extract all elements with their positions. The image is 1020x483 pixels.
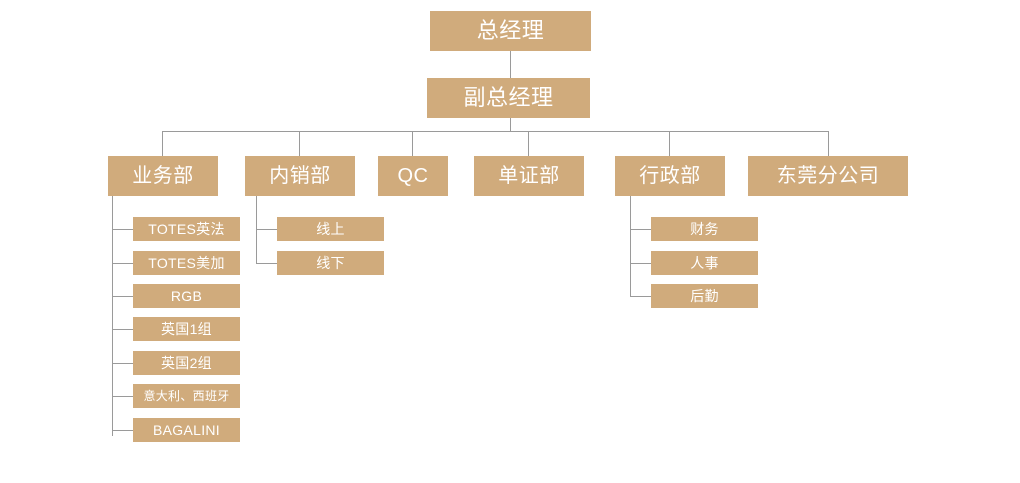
- connector-drop-qc: [412, 131, 413, 156]
- node-team-rgb[interactable]: RGB: [133, 284, 240, 308]
- connector-elbow-sales-5: [112, 363, 133, 364]
- node-team-italy-spain[interactable]: 意大利、西班牙: [133, 384, 240, 408]
- connector-drop-docs: [528, 131, 529, 156]
- node-team-uk-group-2[interactable]: 英国2组: [133, 351, 240, 375]
- connector-drop-domestic: [299, 131, 300, 156]
- node-team-totes-uk-france[interactable]: TOTES英法: [133, 217, 240, 241]
- connector-elbow-sales-6: [112, 396, 133, 397]
- node-team-finance[interactable]: 财务: [651, 217, 758, 241]
- node-team-bagalini[interactable]: BAGALINI: [133, 418, 240, 442]
- connector-elbow-admin-3: [630, 296, 651, 297]
- connector-elbow-domestic-2: [256, 263, 277, 264]
- connector-elbow-admin-2: [630, 263, 651, 264]
- connector-elbow-sales-3: [112, 296, 133, 297]
- node-team-totes-us-canada[interactable]: TOTES美加: [133, 251, 240, 275]
- connector-department-bus: [162, 131, 829, 132]
- node-team-hr[interactable]: 人事: [651, 251, 758, 275]
- connector-spine-admin: [630, 196, 631, 296]
- connector-elbow-domestic-1: [256, 229, 277, 230]
- connector-drop-admin: [669, 131, 670, 156]
- connector-elbow-sales-1: [112, 229, 133, 230]
- node-department-documentation[interactable]: 单证部: [474, 156, 584, 196]
- node-department-administration[interactable]: 行政部: [615, 156, 725, 196]
- connector-top-to-second: [510, 51, 511, 78]
- connector-elbow-sales-2: [112, 263, 133, 264]
- connector-second-to-bus: [510, 118, 511, 132]
- connector-spine-sales: [112, 196, 113, 436]
- node-team-offline[interactable]: 线下: [277, 251, 384, 275]
- node-department-qc[interactable]: QC: [378, 156, 448, 196]
- connector-elbow-admin-1: [630, 229, 651, 230]
- node-team-logistics[interactable]: 后勤: [651, 284, 758, 308]
- node-deputy-general-manager[interactable]: 副总经理: [427, 78, 590, 118]
- node-team-online[interactable]: 线上: [277, 217, 384, 241]
- connector-drop-sales: [162, 131, 163, 156]
- node-department-dongguan-branch[interactable]: 东莞分公司: [748, 156, 908, 196]
- connector-elbow-sales-4: [112, 329, 133, 330]
- node-department-domestic-sales[interactable]: 内销部: [245, 156, 355, 196]
- connector-drop-dongguan: [828, 131, 829, 156]
- node-department-sales[interactable]: 业务部: [108, 156, 218, 196]
- connector-elbow-sales-7: [112, 430, 133, 431]
- node-general-manager[interactable]: 总经理: [430, 11, 591, 51]
- node-team-uk-group-1[interactable]: 英国1组: [133, 317, 240, 341]
